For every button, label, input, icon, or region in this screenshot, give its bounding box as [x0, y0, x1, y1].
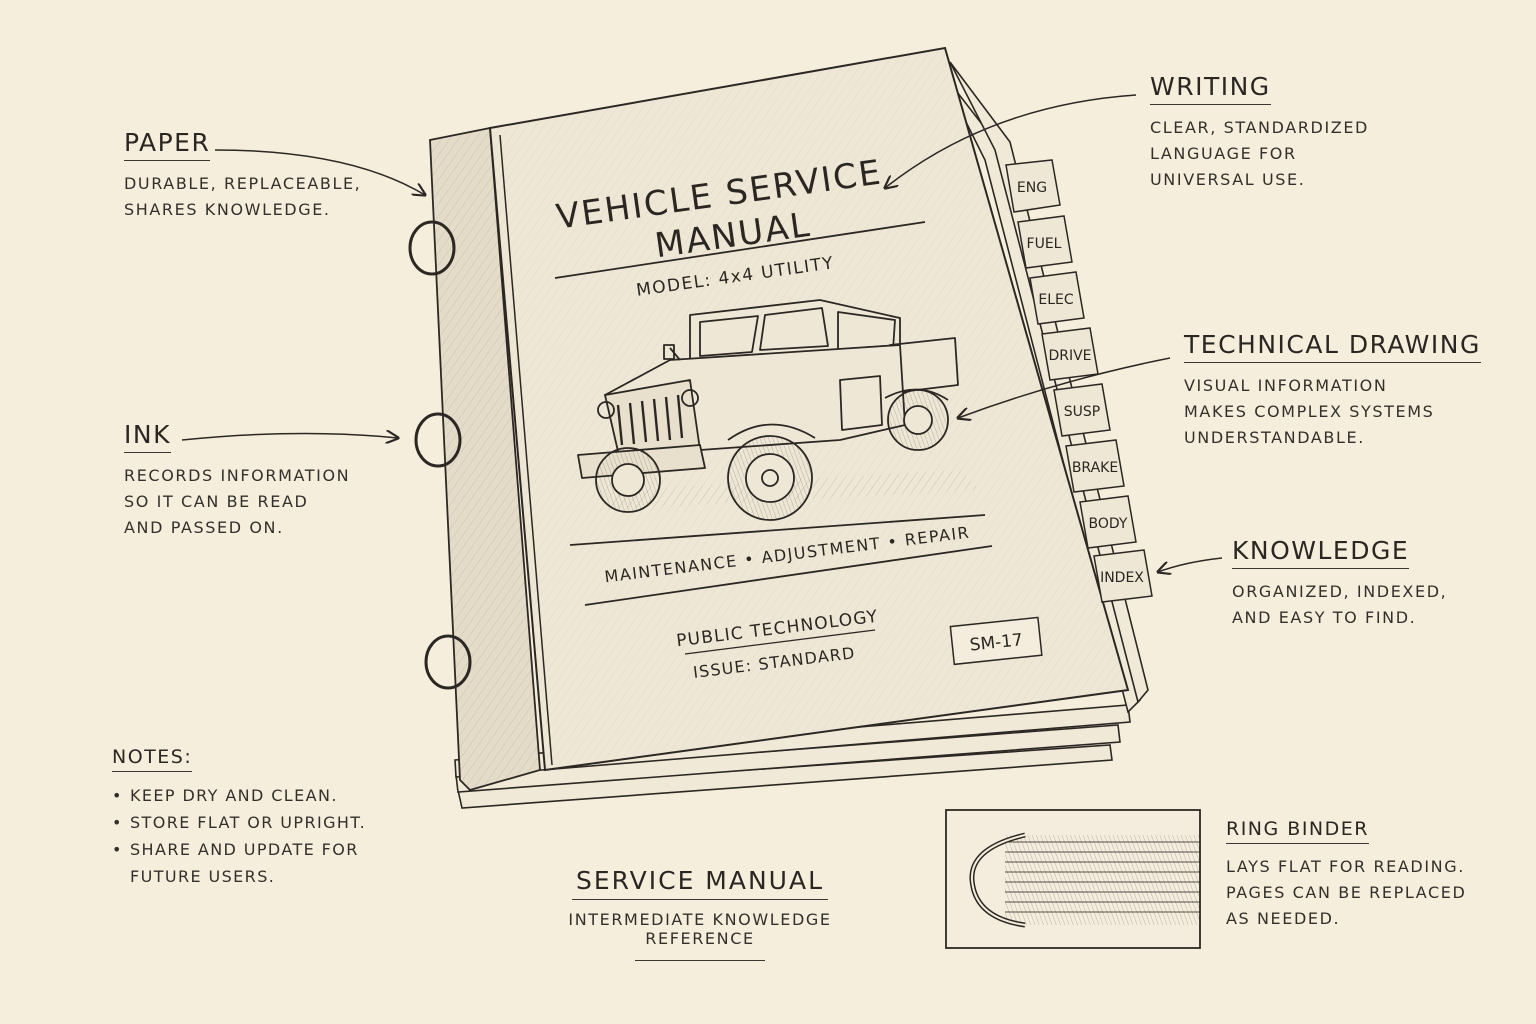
annotation-technical-drawing-line: UNDERSTANDABLE.	[1184, 428, 1365, 447]
annotation-writing: WRITING CLEAR, STANDARDIZED LANGUAGE FOR…	[1150, 72, 1369, 193]
annotation-ink-line: AND PASSED ON.	[124, 518, 284, 537]
notes-item: •SHARE AND UPDATE FOR	[112, 840, 359, 859]
annotation-arrows	[181, 94, 1223, 572]
binder-rings	[408, 220, 472, 690]
index-tabs: ENG FUEL ELEC DRIVE SUSP BRAKE BODY IND	[1005, 159, 1153, 603]
annotation-technical-drawing-line: MAKES COMPLEX SYSTEMS	[1184, 402, 1435, 421]
caption-subtitle: INTERMEDIATE KNOWLEDGE REFERENCE	[568, 910, 832, 948]
tab-body[interactable]: BODY	[1079, 495, 1137, 549]
annotation-writing-line: CLEAR, STANDARDIZED	[1150, 118, 1369, 137]
annotation-ink-line: RECORDS INFORMATION	[124, 466, 351, 485]
annotation-technical-drawing: TECHNICAL DRAWING VISUAL INFORMATION MAK…	[1184, 330, 1481, 451]
annotation-technical-drawing-title: TECHNICAL DRAWING	[1184, 330, 1481, 363]
caption-title: SERVICE MANUAL	[571, 866, 829, 900]
annotation-knowledge: KNOWLEDGE ORGANIZED, INDEXED, AND EASY T…	[1232, 536, 1447, 631]
annotation-ink: INK RECORDS INFORMATION SO IT CAN BE REA…	[124, 420, 350, 541]
svg-text:FUEL: FUEL	[1027, 236, 1062, 252]
arrow-writing	[885, 94, 1137, 188]
annotation-writing-line: LANGUAGE FOR	[1150, 144, 1297, 163]
annotation-ring-binder-line: AS NEEDED.	[1226, 909, 1341, 928]
arrow-knowledge	[1158, 557, 1223, 572]
notes-title: NOTES:	[112, 746, 193, 772]
annotation-ring-binder: RING BINDER LAYS FLAT FOR READING. PAGES…	[1226, 818, 1466, 932]
svg-text:BRAKE: BRAKE	[1072, 460, 1118, 476]
tab-susp[interactable]: SUSP	[1053, 383, 1111, 437]
notes-item: •STORE FLAT OR UPRIGHT.	[112, 813, 367, 832]
arrow-ink	[181, 433, 398, 440]
binder-ring-top	[408, 220, 456, 276]
svg-text:BODY: BODY	[1089, 516, 1128, 532]
figure-caption: SERVICE MANUAL INTERMEDIATE KNOWLEDGE RE…	[520, 866, 880, 961]
svg-text:DRIVE: DRIVE	[1048, 348, 1091, 364]
tab-elec[interactable]: ELEC	[1029, 271, 1085, 325]
annotation-writing-line: UNIVERSAL USE.	[1150, 170, 1306, 189]
notes-item: •KEEP DRY AND CLEAN.	[112, 786, 338, 805]
cover-rules	[554, 221, 993, 606]
annotation-paper-title: PAPER	[124, 128, 211, 161]
annotation-ink-title: INK	[124, 420, 171, 453]
cover-code-box: SM-17	[949, 616, 1043, 666]
annotation-ring-binder-title: RING BINDER	[1226, 818, 1369, 844]
tab-brake[interactable]: BRAKE	[1065, 439, 1125, 493]
annotation-paper: PAPER DURABLE, REPLACEABLE, SHARES KNOWL…	[124, 128, 361, 223]
tab-eng[interactable]: ENG	[1005, 159, 1061, 213]
svg-text:SUSP: SUSP	[1064, 404, 1100, 420]
caption-rule	[635, 960, 765, 961]
annotation-writing-title: WRITING	[1150, 72, 1271, 105]
annotation-paper-line: DURABLE, REPLACEABLE,	[124, 174, 362, 193]
tab-fuel[interactable]: FUEL	[1017, 215, 1073, 269]
annotation-paper-line: SHARES KNOWLEDGE.	[124, 200, 331, 219]
svg-text:ELEC: ELEC	[1038, 292, 1073, 308]
arrow-technical-drawing	[958, 357, 1171, 418]
arrow-paper	[214, 149, 425, 195]
ring-binder-inset	[945, 809, 1201, 949]
svg-text:ENG: ENG	[1017, 180, 1047, 196]
svg-text:INDEX: INDEX	[1100, 570, 1144, 586]
binder-ring-middle	[414, 412, 462, 468]
annotation-knowledge-line: AND EASY TO FIND.	[1232, 608, 1417, 627]
notes-section: NOTES: •KEEP DRY AND CLEAN. •STORE FLAT …	[112, 746, 366, 890]
truck-drawing	[577, 299, 980, 521]
annotation-ink-line: SO IT CAN BE READ	[124, 492, 309, 511]
annotation-knowledge-line: ORGANIZED, INDEXED,	[1232, 582, 1448, 601]
annotation-knowledge-title: KNOWLEDGE	[1232, 536, 1410, 569]
annotation-ring-binder-line: LAYS FLAT FOR READING.	[1226, 857, 1465, 876]
notes-item-continuation: FUTURE USERS.	[130, 867, 276, 886]
tab-drive[interactable]: DRIVE	[1041, 327, 1099, 381]
annotation-ring-binder-line: PAGES CAN BE REPLACED	[1226, 883, 1467, 902]
binder-ring-bottom	[424, 634, 472, 690]
annotation-technical-drawing-line: VISUAL INFORMATION	[1184, 376, 1388, 395]
tab-index[interactable]: INDEX	[1093, 549, 1153, 603]
